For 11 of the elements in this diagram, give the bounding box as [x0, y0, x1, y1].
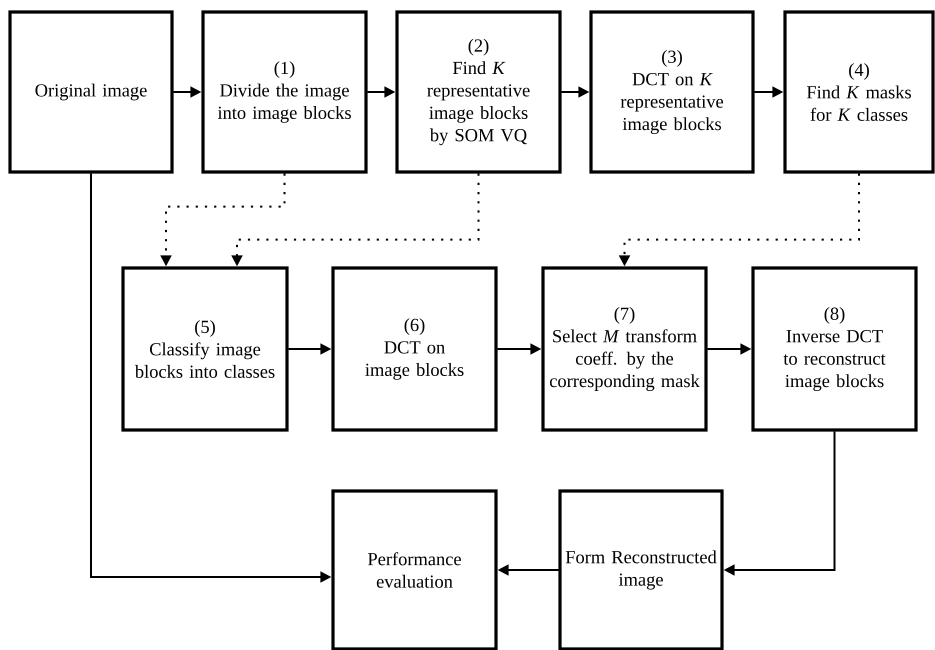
process-box: Original image [8, 10, 174, 174]
process-box: (8) Inverse DCT to reconstruct image blocks [751, 266, 918, 432]
process-box: (2) Find K representative image blocks by SOM VQ [395, 10, 562, 174]
process-box: Form Reconstructed image [558, 489, 724, 650]
process-box: Performance evaluation [331, 489, 498, 650]
process-box: (1) Divide the image into image blocks [201, 10, 368, 174]
process-box: (7) Select M transform coeff. by the corresponding mask [541, 266, 708, 432]
process-box: (3) DCT on K representative image blocks [589, 10, 755, 174]
process-box: (4) Find K masks for K classes [783, 10, 935, 174]
process-box: (5) Classify image blocks into classes [121, 266, 289, 432]
process-box: (6) DCT on image blocks [331, 266, 498, 432]
